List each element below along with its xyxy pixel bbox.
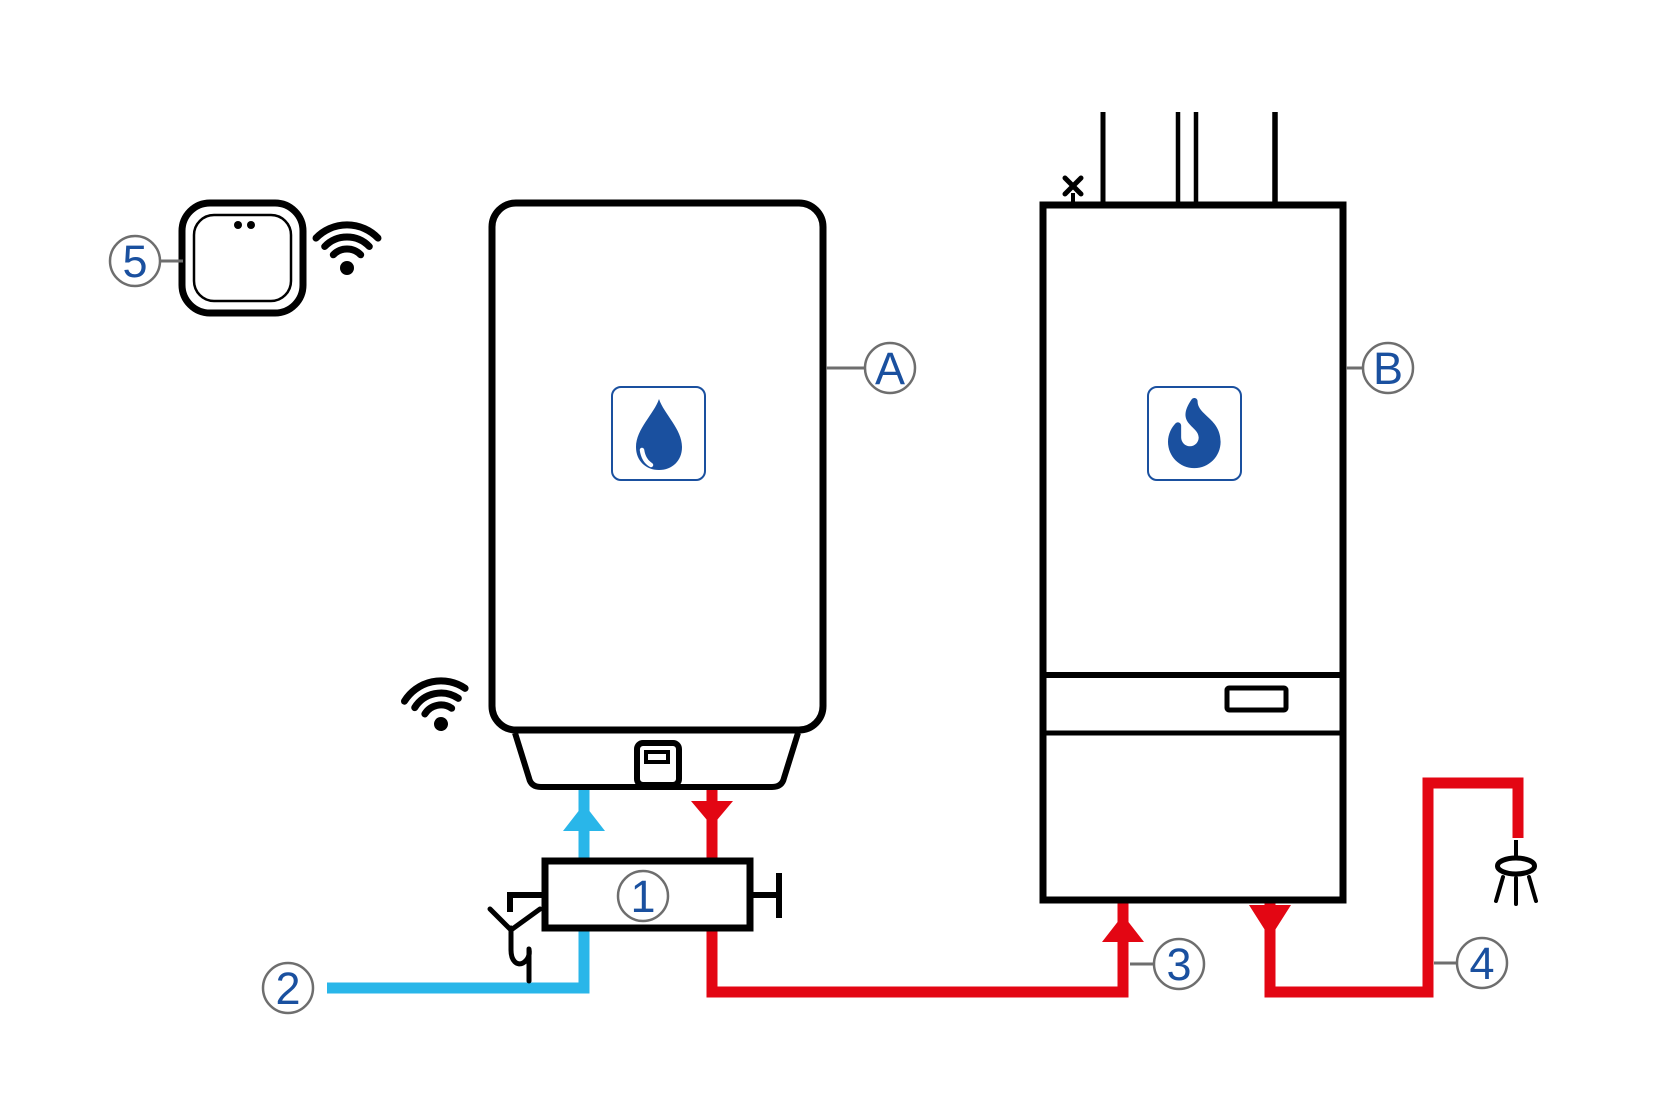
hot-flow-arrow-down-outlet-icon — [1249, 905, 1291, 938]
callout-2-label: 2 — [275, 963, 300, 1014]
callout-5-label: 5 — [122, 236, 147, 287]
hot-flow-arrow-up-boiler-icon — [1102, 915, 1144, 942]
discharge-stub — [507, 892, 545, 912]
shower-head-icon — [1494, 840, 1538, 906]
callout-2-circle — [261, 961, 315, 1015]
callout-a-label: A — [875, 343, 905, 394]
smart-gateway — [178, 199, 307, 317]
flame-icon-frame — [1147, 386, 1242, 481]
cold-water-pipe-run — [327, 778, 590, 994]
flame-glyph — [1168, 397, 1221, 469]
water-tank-a — [488, 199, 827, 790]
callout-5-circle — [108, 234, 162, 288]
shower-head — [1495, 855, 1537, 877]
drain-siphon-icon — [487, 906, 543, 984]
cold-water-pipe — [327, 778, 605, 994]
spray-line-right — [1527, 875, 1538, 903]
callout-1: 1 — [616, 869, 670, 923]
callout-a: A — [826, 341, 917, 395]
callout-3: 3 — [1130, 937, 1206, 991]
gateway-body — [178, 199, 307, 317]
hot-pipe-run-2 — [1264, 777, 1524, 998]
callout-1-label: 1 — [630, 871, 655, 922]
callout-b: B — [1346, 341, 1415, 395]
water-drop-highlight — [639, 447, 654, 468]
wifi-icon-tank — [400, 677, 469, 731]
callout-1-circle — [616, 869, 670, 923]
wifi-arc-1 — [329, 245, 365, 259]
wifi-arc-2 — [321, 233, 373, 250]
gateway-inner-outline — [192, 213, 293, 303]
hot-water-pipe-boiler-to-shower — [1249, 777, 1524, 998]
callout-b-label: B — [1373, 343, 1403, 394]
drain-siphon-curve — [508, 925, 532, 984]
callout-3-label: 3 — [1166, 939, 1191, 990]
boiler-b — [1039, 112, 1347, 904]
callout-4: 4 — [1434, 936, 1509, 990]
shower-spray — [1494, 875, 1538, 906]
wifi-arc-3 — [400, 677, 469, 705]
wifi-arc-1 — [421, 701, 456, 718]
water-drop-icon — [611, 386, 706, 481]
wifi-arc-3 — [312, 221, 382, 242]
callout-4-circle — [1455, 936, 1509, 990]
wifi-dot — [340, 261, 354, 275]
flame-icon — [1147, 386, 1242, 481]
callout-2: 2 — [261, 961, 315, 1015]
flue-pipes — [1100, 112, 1278, 205]
gateway-led-dot-1 — [234, 221, 242, 229]
wifi-dot — [434, 717, 448, 731]
boiler-display — [1224, 685, 1289, 713]
wifi-icon-gateway — [312, 221, 382, 275]
drain-funnel — [487, 906, 543, 933]
tank-control-display — [644, 750, 670, 764]
gateway-led-dot-2 — [247, 221, 255, 229]
water-drop-glyph — [636, 399, 682, 470]
callout-3-circle — [1152, 937, 1206, 991]
x-mark-stroke-2 — [1062, 175, 1084, 197]
hot-flow-arrow-down-tank-icon — [691, 801, 733, 826]
callout-a-circle — [863, 341, 917, 395]
cold-flow-arrow-up-icon — [563, 804, 605, 831]
callout-4-label: 4 — [1469, 938, 1494, 989]
callout-b-circle — [1361, 341, 1415, 395]
callout-5: 5 — [108, 234, 183, 288]
spray-line-left — [1494, 875, 1505, 903]
boiler-body — [1039, 201, 1347, 904]
wifi-arc-2 — [411, 689, 462, 712]
